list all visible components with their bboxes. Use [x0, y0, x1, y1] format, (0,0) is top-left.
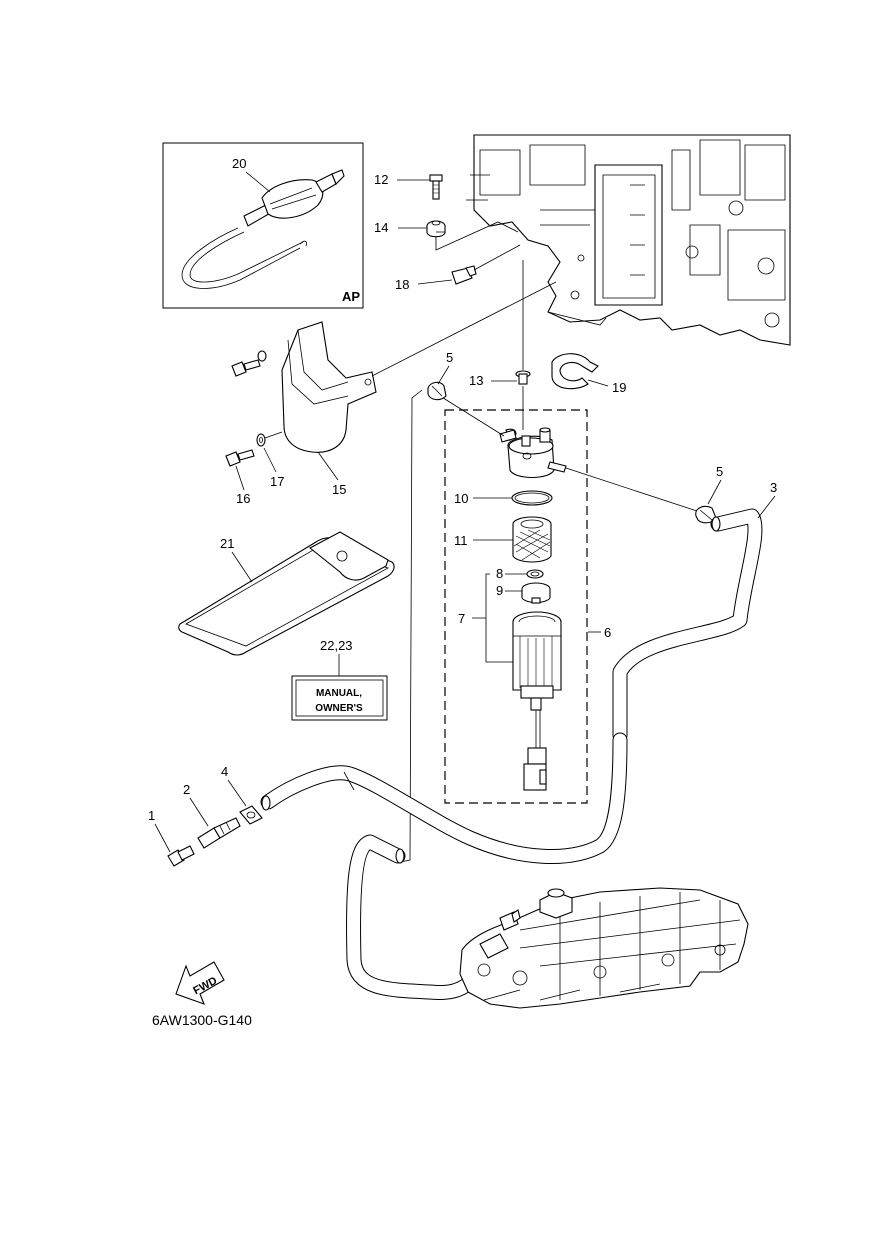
part-label-11: 11 — [454, 533, 468, 548]
part-label-9: 9 — [496, 583, 503, 598]
part-label-8: 8 — [496, 566, 503, 581]
tool-bag-21 — [178, 531, 395, 656]
leader-5-upper — [437, 365, 450, 385]
washer-17 — [256, 433, 266, 447]
holder-19 — [551, 353, 599, 390]
fuel-hose-engine — [346, 834, 476, 1000]
leader-21 — [231, 551, 253, 583]
leader-5-lower — [707, 479, 722, 505]
leader-18 — [417, 279, 453, 285]
leader-17 — [263, 447, 277, 473]
float-9 — [521, 582, 551, 604]
part-label-21: 21 — [220, 536, 234, 551]
bracket-15 — [281, 321, 377, 453]
part-label-3: 3 — [770, 480, 777, 495]
bolt-12 — [429, 174, 443, 200]
filter-cup-7 — [512, 611, 562, 791]
part-label-13: 13 — [469, 373, 483, 388]
joint-2 — [197, 817, 241, 849]
part-label-4: 4 — [221, 764, 228, 779]
fuel-filter-assembly-box — [444, 409, 588, 804]
part-label-16: 16 — [236, 491, 250, 506]
inset-tag-ap: AP — [342, 289, 360, 304]
bolt-16 — [225, 449, 255, 467]
upper-bolt-and-washer — [231, 350, 267, 377]
drawing-code: 6AW1300-G140 — [152, 1012, 252, 1028]
leader-19 — [587, 379, 609, 387]
clamp-5-upper — [427, 381, 447, 401]
engine-block-drawing — [466, 134, 791, 346]
leader-2 — [189, 797, 209, 827]
vapor-separator-unit — [459, 887, 749, 1009]
part-label-22-23: 22,23 — [320, 638, 353, 653]
part-label-12: 12 — [374, 172, 388, 187]
manual-line-2: OWNER'S — [315, 703, 363, 714]
fwd-arrow-icon: FWD — [175, 961, 225, 1005]
part-label-10: 10 — [454, 491, 468, 506]
part-label-7: 7 — [458, 611, 465, 626]
leader-4 — [227, 779, 247, 807]
manual-line-1: MANUAL, — [316, 688, 362, 699]
fuel-hose-lower — [260, 732, 628, 864]
part-label-6: 6 — [604, 625, 611, 640]
fitting-1 — [167, 845, 195, 867]
part-label-15: 15 — [332, 482, 346, 497]
guide-line-5b — [565, 467, 701, 513]
owners-manual-box: MANUAL, OWNER'S — [291, 675, 388, 721]
part-label-14: 14 — [374, 220, 388, 235]
part-label-2: 2 — [183, 782, 190, 797]
leader-bracket-7 — [472, 573, 516, 663]
part-label-1: 1 — [148, 808, 155, 823]
guide-line-17 — [264, 431, 283, 439]
guide-line-left-vertical — [399, 389, 423, 863]
leader-3 — [757, 495, 776, 519]
grommet-14 — [426, 220, 446, 238]
leader-16 — [235, 465, 245, 491]
part-label-5-lower: 5 — [716, 464, 723, 479]
guide-line-18 — [473, 244, 521, 271]
nut-4 — [239, 805, 263, 825]
leader-15 — [317, 451, 339, 481]
clamp-18 — [451, 265, 477, 285]
leader-20 — [245, 171, 271, 193]
o-ring-8 — [526, 569, 544, 579]
part-label-20: 20 — [232, 156, 246, 171]
screw-13 — [515, 370, 531, 385]
guide-line-14 — [435, 221, 519, 251]
guide-line-15 — [371, 281, 557, 377]
filter-element-11 — [512, 516, 552, 563]
part-label-5-upper: 5 — [446, 350, 453, 365]
primer-bulb-inset — [162, 142, 364, 309]
part-label-18: 18 — [395, 277, 409, 292]
leader-1 — [154, 823, 171, 853]
fuel-hose-3 — [612, 508, 763, 743]
part-label-17: 17 — [270, 474, 284, 489]
part-label-19: 19 — [612, 380, 626, 395]
filter-head — [499, 427, 567, 479]
guide-line-5a — [439, 395, 505, 437]
